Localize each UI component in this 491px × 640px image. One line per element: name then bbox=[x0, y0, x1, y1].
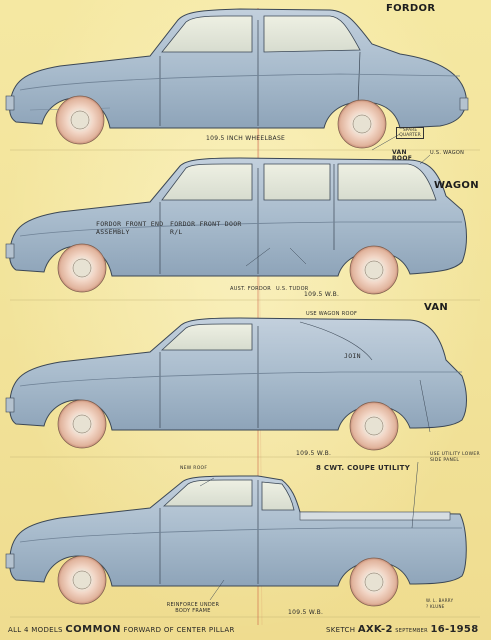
label-spare-quarter: SPARE QUARTER bbox=[396, 127, 424, 139]
fordor-car bbox=[5, 8, 469, 149]
footer-common-note: ALL 4 MODELS COMMON FORWARD OF CENTER PI… bbox=[8, 624, 235, 635]
label-new-roof: NEW ROOF bbox=[180, 466, 208, 471]
label-us-wagon: U.S. WAGON bbox=[430, 150, 465, 156]
utility-rear-window bbox=[261, 481, 295, 511]
fordor-window-front bbox=[161, 15, 253, 53]
label-wheelbase-2: 109.5 W.B. bbox=[304, 291, 340, 298]
footer-sketch-ref: SKETCH AXK-2 SEPTEMBER 16-1958 bbox=[326, 624, 478, 635]
label-reinforce-under-body-frame: REINFORCE UNDER BODY FRAME bbox=[166, 602, 220, 614]
title-wagon: WAGON bbox=[434, 180, 479, 191]
title-van: VAN bbox=[424, 302, 449, 313]
label-aust-fordor: AUST. FORDOR bbox=[230, 286, 272, 292]
footer-sketch-day: 16-1958 bbox=[430, 624, 479, 635]
wagon-window-rear bbox=[337, 163, 437, 201]
title-coupe-utility: 8 CWT. COUPE UTILITY bbox=[316, 464, 411, 472]
label-use-utility-lower-side-panel: USE UTILITY LOWER SIDE PANEL bbox=[430, 452, 480, 463]
van-window-front bbox=[160, 323, 253, 351]
wagon-window-middle bbox=[263, 163, 331, 201]
utility-window-front bbox=[162, 479, 253, 507]
label-van-roof: VAN ROOF bbox=[392, 149, 413, 162]
label-fordor-front-end-assembly: FORDOR FRONT END ASSEMBLY bbox=[96, 220, 164, 236]
footer-prefix: ALL 4 MODELS bbox=[8, 626, 63, 634]
footer-common: COMMON bbox=[65, 624, 121, 635]
label-wheelbase-4: 109.5 W.B. bbox=[288, 609, 324, 616]
wagon-window-front bbox=[161, 163, 253, 201]
label-wheelbase-1: 109.5 INCH WHEELBASE bbox=[206, 135, 286, 142]
wagon-car bbox=[5, 157, 467, 295]
label-wheelbase-3: 109.5 W.B. bbox=[296, 450, 332, 457]
van-car bbox=[5, 317, 467, 451]
initials-1: W. L. BARRY bbox=[426, 598, 454, 603]
label-use-wagon-roof: USE WAGON ROOF bbox=[306, 311, 358, 317]
coupe-utility-car bbox=[5, 475, 467, 607]
label-join: JOIN bbox=[344, 352, 361, 360]
footer-sketch-label: SKETCH bbox=[326, 626, 356, 634]
leader-lines bbox=[199, 133, 431, 601]
initials-2: ? KLUNE bbox=[426, 604, 445, 609]
title-fordor: FORDOR bbox=[386, 3, 436, 14]
footer-sketch-code: AXK-2 bbox=[357, 624, 393, 635]
footer-suffix: FORWARD OF CENTER PILLAR bbox=[123, 626, 235, 634]
fordor-window-rear bbox=[263, 15, 361, 53]
utility-body bbox=[9, 475, 467, 587]
footer-sketch-date: SEPTEMBER bbox=[395, 628, 428, 634]
label-fordor-front-door: FORDOR FRONT DOOR R/L bbox=[170, 220, 242, 236]
label-us-tudor: U.S. TUDOR bbox=[276, 286, 309, 292]
